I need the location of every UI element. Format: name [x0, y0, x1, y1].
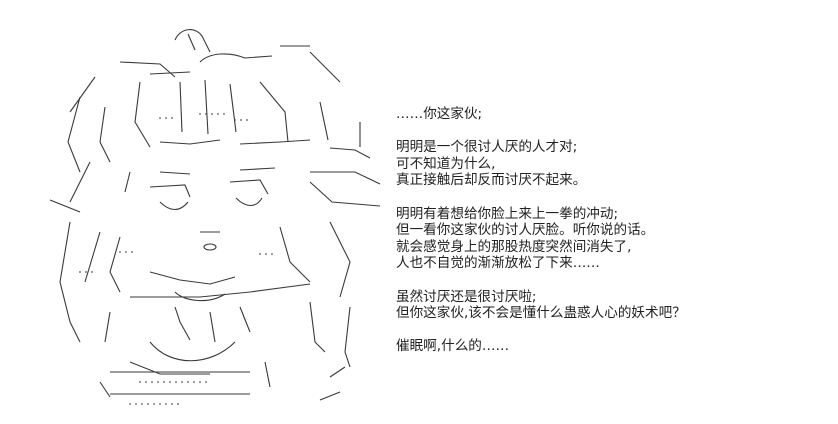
dialogue-line: 可不知道为什么, — [396, 155, 496, 172]
dialogue-line: 虽然讨厌还是很讨厌啦; — [396, 288, 537, 305]
ascii-art-character-icon — [49, 29, 381, 405]
dialogue-line: 明明有着想给你脸上来上一拳的冲动; — [396, 205, 619, 222]
dialogue-line: ……你这家伙; — [396, 106, 483, 122]
dialogue-line: 但一看你这家伙的讨人厌脸。听你说的话。 — [396, 222, 655, 239]
dialogue-line: 催眠啊,什么的…… — [396, 338, 510, 355]
dialogue-line: 明明是一个很讨人厌的人才对; — [396, 139, 578, 156]
dialogue-line: 但你这家伙,该不会是懂什么蛊惑人心的妖术吧？ — [396, 305, 686, 322]
dialogue-line: 就会感觉身上的那股热度突然间消失了, — [396, 238, 632, 255]
dialogue-line: 真正接触后却反而讨厌不起来。 — [396, 172, 587, 189]
dialogue-line: 人也不自觉的渐渐放松了下来…… — [396, 255, 600, 272]
dialogue-text: ……你这家伙; 明明是一个很讨人厌的人才对; 可不知道为什么, 真正接触后却反而… — [396, 106, 826, 355]
ascii-art-character — [10, 22, 395, 412]
